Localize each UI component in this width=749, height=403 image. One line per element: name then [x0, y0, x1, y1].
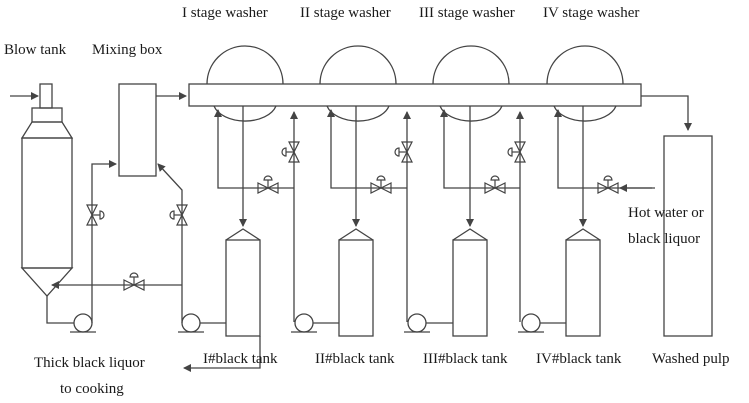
- washed-pulp-label: Washed pulp: [652, 351, 730, 367]
- valve-riser-3: [394, 141, 413, 163]
- header-vat: [188, 83, 642, 107]
- mixing-box: [118, 83, 157, 177]
- blow-tank-label: Blow tank: [4, 42, 67, 58]
- tank-4-label: IV#black tank: [536, 351, 622, 367]
- thick-liquor-label-line2: to cooking: [60, 381, 124, 397]
- black-tank-3: [452, 228, 488, 337]
- blow-tank: [10, 83, 74, 297]
- washer-4-label: IV stage washer: [543, 5, 640, 21]
- washed-pulp-tank: [663, 135, 713, 337]
- washer-3-label: III stage washer: [419, 5, 515, 21]
- thick-liquor-label-line1: Thick black liquor: [34, 355, 145, 371]
- tank-1-label: I#black tank: [203, 351, 278, 367]
- hot-water-label-line1: Hot water or: [628, 205, 704, 221]
- valve-riser-4: [507, 141, 526, 163]
- hot-water-label-line2: black liquor: [628, 231, 701, 247]
- black-tank-1: [225, 228, 261, 337]
- mixing-box-label: Mixing box: [92, 42, 163, 58]
- valve-shower-2: [370, 175, 392, 194]
- pump-2: [294, 313, 314, 333]
- pump-1: [181, 313, 201, 333]
- valve-mixing-left: [86, 204, 105, 226]
- valve-mixing-right: [169, 204, 188, 226]
- valve-riser-2: [281, 141, 300, 163]
- black-tank-2: [338, 228, 374, 337]
- pump-blow: [73, 313, 93, 333]
- valve-shower-1: [257, 175, 279, 194]
- valve-return: [123, 272, 145, 291]
- valve-shower-3: [484, 175, 506, 194]
- black-tank-4: [565, 228, 601, 337]
- washer-2-label: II stage washer: [300, 5, 391, 21]
- tank-2-label: II#black tank: [315, 351, 395, 367]
- pump-3: [407, 313, 427, 333]
- valve-shower-4: [597, 175, 619, 194]
- washer-1-label: I stage washer: [182, 5, 268, 21]
- pump-4: [521, 313, 541, 333]
- tank-3-label: III#black tank: [423, 351, 508, 367]
